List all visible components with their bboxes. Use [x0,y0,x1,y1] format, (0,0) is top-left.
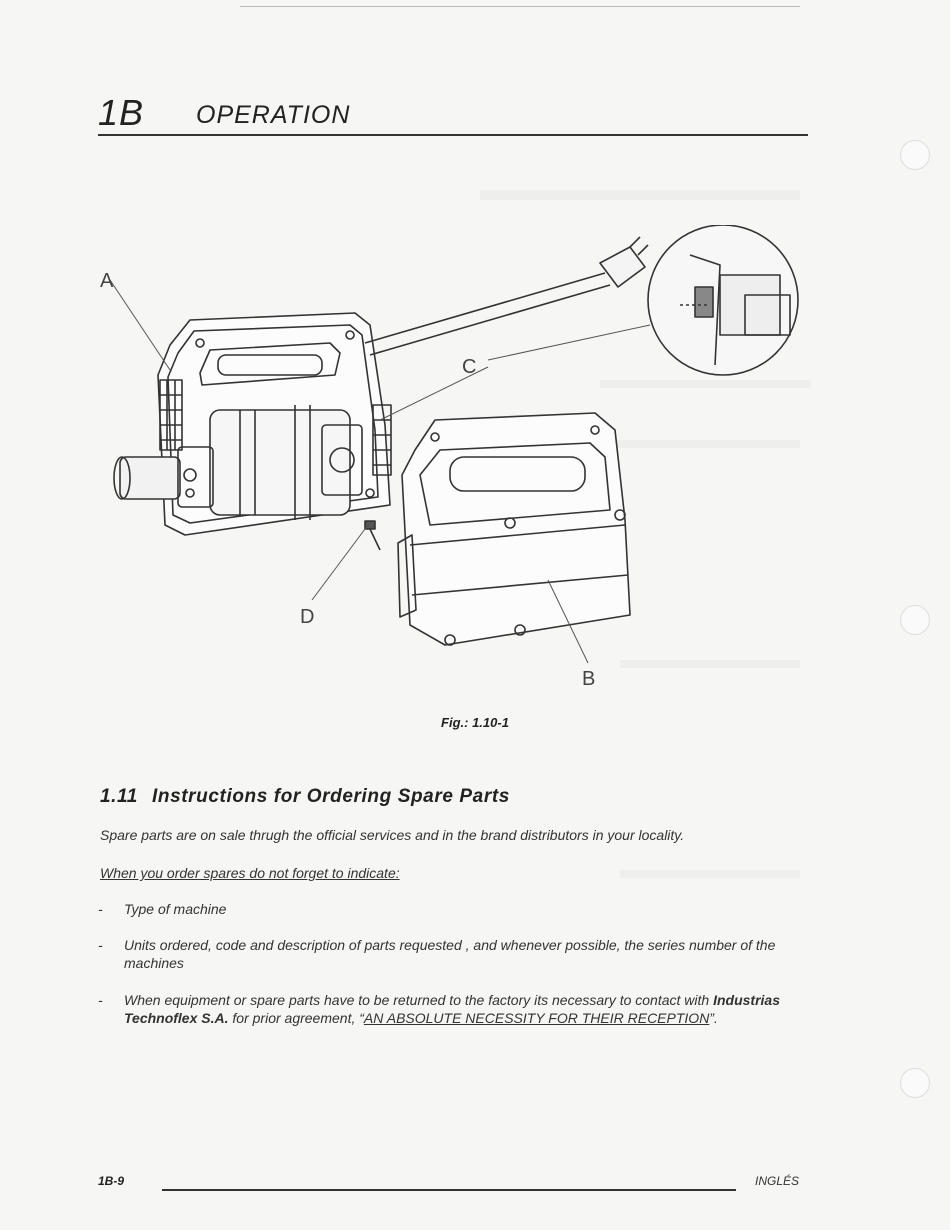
scan-edge-line [240,6,800,7]
housing-inner [167,324,379,524]
bleed-through [620,870,800,878]
section-title: Instructions for Ordering Spare Parts [151,786,510,807]
section-heading: 1.11 Instructions for Ordering Spare Part… [100,786,510,808]
vent-grille-right [372,404,392,476]
list-item-text: Type of machine [124,901,227,917]
label-d: D [300,606,314,628]
list-dash: - [98,937,103,953]
footer-rule [162,1189,736,1191]
motor-assembly-illustration: A C D B [100,225,799,690]
label-b: B [582,668,595,690]
list-dash: - [98,901,103,917]
output-coupling [113,446,214,508]
detail-magnifier [647,225,799,376]
electric-motor [209,405,363,520]
order-note: When you order spares do not forget to i… [100,865,400,881]
housing-handle [199,342,341,386]
punch-hole [900,140,930,170]
section-number: 1.11 [100,786,138,807]
chapter-number: 1B [98,92,145,133]
necessity-emphasis: AN ABSOLUTE NECESSITY FOR THEIR RECEPTIO… [363,1010,710,1026]
handle-grip [217,354,323,376]
figure-caption: Fig.: 1.10-1 [441,715,509,730]
punch-hole [900,1068,930,1098]
return-text-cont: for prior agreement, “ [228,1010,364,1026]
return-text: When equipment or spare parts have to be… [124,992,714,1008]
housing-cover [397,412,631,646]
page-number: 1B-9 [98,1174,125,1188]
list-item-text: When equipment or spare parts have to be… [124,991,784,1027]
label-c: C [462,356,476,378]
chapter-title: OPERATION [196,101,351,129]
return-text-end: ”. [709,1010,718,1026]
vent-grille-left [159,379,183,451]
bleed-through [480,190,800,200]
punch-hole [900,605,930,635]
intro-paragraph: Spare parts are on sale thrugh the offic… [100,827,685,843]
label-a: A [100,270,114,292]
bleed-through [620,660,800,668]
list-dash: - [98,992,103,1008]
bleed-through [600,440,800,448]
language-label: INGLÉS [755,1174,800,1188]
list-item-text: Units ordered, code and description of p… [124,937,776,971]
company-name: Industrias Technoflex S.A. [124,992,780,1026]
power-cable [364,236,649,356]
bleed-through [600,380,810,388]
chapter-header: 1B OPERATION [98,92,808,136]
